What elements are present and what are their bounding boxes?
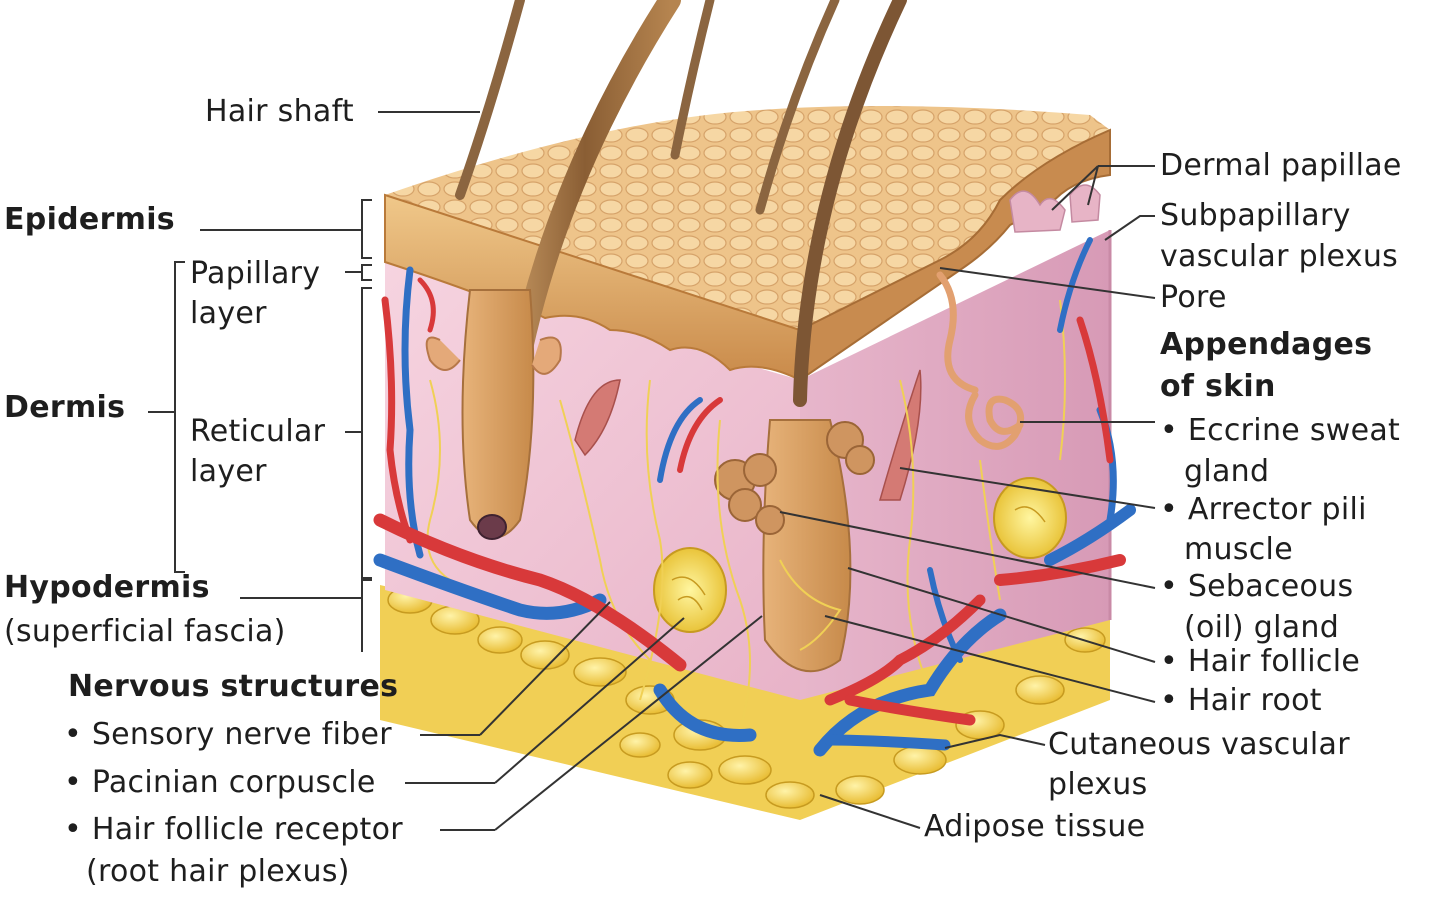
label-subpapillary-line2: vascular plexus [1160,239,1399,274]
label-subpapillary-line1: Subpapillary [1160,198,1351,233]
label-sebaceous-line2: (oil) gland [1184,610,1340,645]
appendages-heading-line1: Appendages [1160,327,1373,362]
label-papillary-line1: Papillary [190,256,321,291]
arteries [373,277,1126,726]
sebaceous-gland-shape [714,421,875,535]
label-adipose-tissue: Adipose tissue [924,809,1146,844]
label-pacinian-corpuscle: • Pacinian corpuscle [64,765,376,800]
adipose-layer [380,585,1110,820]
label-sebaceous-line1: • Sebaceous [1160,569,1354,604]
label-papillary-line2: layer [190,296,267,331]
label-hair-shaft: Hair shaft [205,94,354,129]
label-arrector-line1: • Arrector pili [1160,492,1367,527]
label-eccrine-line2: gland [1184,454,1270,489]
label-epidermis: Epidermis [4,202,175,237]
label-dermal-papillae: Dermal papillae [1160,148,1402,183]
label-hypodermis: Hypodermis [4,570,210,605]
label-reticular-line2: layer [190,454,267,489]
appendages-heading-line2: of skin [1160,369,1276,404]
label-hair-root: • Hair root [1160,683,1322,718]
label-hair-follicle: • Hair follicle [1160,644,1361,679]
label-sensory-nerve-fiber: • Sensory nerve fiber [64,717,392,752]
label-cutaneous-line1: Cutaneous vascular [1048,727,1350,762]
pacinian-corpuscles [653,477,1067,633]
label-reticular-line1: Reticular [190,414,326,449]
label-pore: Pore [1160,280,1227,315]
leader-lines [148,111,1156,831]
label-superficial-fascia: (superficial fascia) [4,614,286,649]
arrector-pili-muscles [574,369,922,501]
label-arrector-line2: muscle [1184,532,1293,567]
dermal-papillae [1009,184,1101,233]
label-eccrine-line1: • Eccrine sweat [1160,413,1401,448]
label-cutaneous-line2: plexus [1048,767,1148,802]
eccrine-sweat-gland-shape [936,271,1025,450]
label-root-hair-plexus: (root hair plexus) [86,854,350,889]
veins [373,237,1136,757]
left-hair-follicle [425,289,562,540]
central-hair-follicle [714,419,875,673]
label-dermis: Dermis [4,390,126,425]
nervous-structures-heading: Nervous structures [68,669,399,704]
label-hair-follicle-receptor: • Hair follicle receptor [64,812,403,847]
